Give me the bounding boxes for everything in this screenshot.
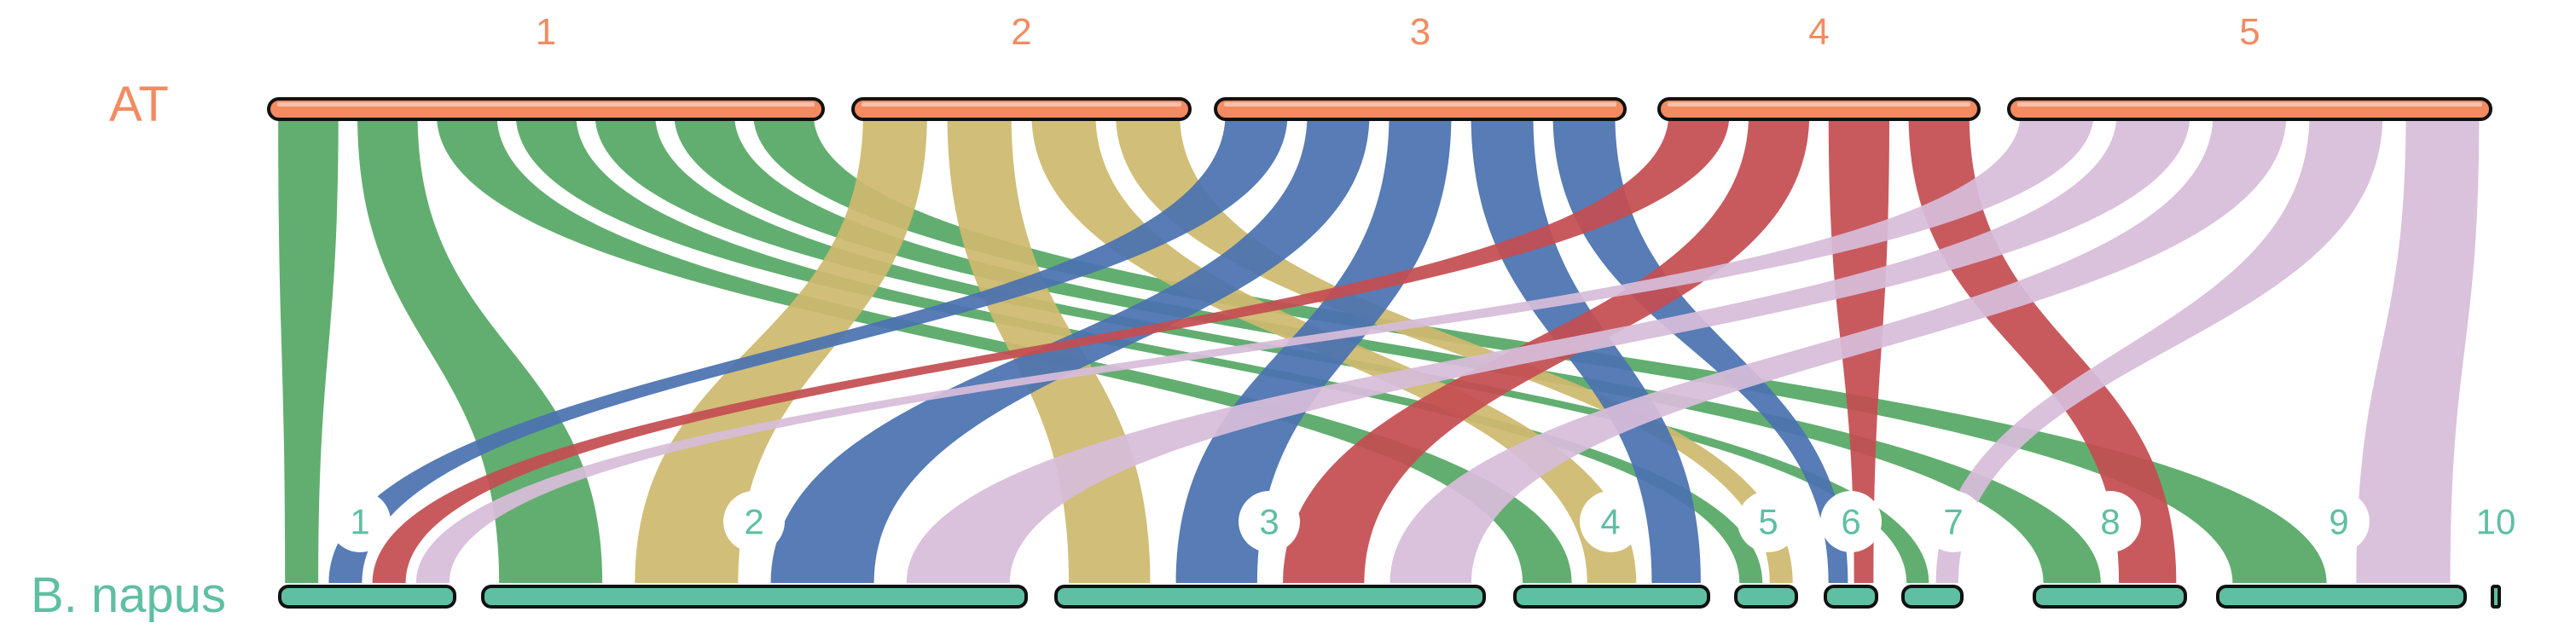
- synteny-link-1-8: [674, 114, 2101, 583]
- synteny-link-5-3: [1390, 114, 2287, 583]
- at-chromosome-label: 4: [1808, 11, 1829, 53]
- chromosome-highlight: [1668, 102, 1970, 107]
- at-chromosome-2[interactable]: [851, 97, 1192, 121]
- bnapus-chromosome-label: 8: [2100, 502, 2120, 542]
- chromosome-highlight: [277, 102, 815, 107]
- at-chromosome-label: 3: [1410, 11, 1430, 53]
- bnapus-label-badge: [2080, 491, 2141, 552]
- synteny-link-3-2: [770, 114, 1370, 583]
- at-chromosome-5[interactable]: [2007, 97, 2492, 121]
- bnapus-chromosome-label: 3: [1259, 502, 1279, 542]
- bnapus-label-badge: [1820, 491, 1882, 552]
- chromosome-labels: 1 2 3 4 5 1 2 3 4 5 6 7 8 9 10: [329, 11, 2515, 552]
- synteny-link-1-5: [515, 114, 1763, 583]
- bnapus-chromosome-label: 10: [2476, 502, 2516, 542]
- at-genome-label: AT: [109, 77, 169, 132]
- bnapus-chromosomes: [278, 585, 2501, 609]
- bnapus-chromosome-7[interactable]: [1901, 585, 1964, 609]
- bnapus-chromosome-2[interactable]: [481, 585, 1028, 609]
- bnapus-chromosome-4[interactable]: [1513, 585, 1710, 609]
- at-chromosome-label: 1: [536, 11, 556, 53]
- synteny-link-1-1: [278, 114, 339, 583]
- bnapus-chromosome-6[interactable]: [1824, 585, 1878, 609]
- bnapus-chromosome-3[interactable]: [1054, 585, 1486, 609]
- bnapus-label-badge: [1738, 491, 1799, 552]
- chromosome-highlight: [2017, 102, 2482, 107]
- at-chromosome-label: 2: [1011, 11, 1031, 53]
- bnapus-label-badge: [1923, 491, 1984, 552]
- bnapus-chromosome-9[interactable]: [2216, 585, 2467, 609]
- synteny-link-2-5: [1116, 114, 1793, 583]
- bnapus-chromosome-1[interactable]: [278, 585, 456, 609]
- bnapus-chromosome-10[interactable]: [2491, 585, 2501, 609]
- synteny-link-3-1: [328, 114, 1288, 583]
- bnapus-label-badge: [1580, 491, 1641, 552]
- bnapus-label-badge: [2308, 491, 2370, 552]
- bnapus-chromosome-label: 9: [2329, 502, 2348, 542]
- bnapus-chromosome-label: 2: [744, 502, 763, 542]
- synteny-link-3-6: [1552, 114, 1848, 583]
- bnapus-label-badge: [329, 491, 391, 552]
- bnapus-label-badge: [1239, 491, 1300, 552]
- synteny-link-4-1: [372, 114, 1730, 583]
- bnapus-chromosome-label: 4: [1600, 502, 1620, 542]
- synteny-link-4-8: [1908, 114, 2177, 583]
- bnapus-chromosome-label: 6: [1841, 502, 1860, 542]
- bnapus-chromosome-label: 7: [1943, 502, 1963, 542]
- synteny-link-5-1: [415, 114, 2094, 583]
- at-chromosome-label: 5: [2239, 11, 2260, 53]
- bnapus-genome-label: B. napus: [31, 568, 226, 623]
- synteny-link-5-7: [1935, 114, 2383, 583]
- bnapus-chromosome-label: 1: [350, 502, 369, 542]
- bnapus-chromosome-5[interactable]: [1734, 585, 1798, 609]
- bnapus-label-badge: [723, 491, 785, 552]
- at-chromosome-3[interactable]: [1214, 97, 1627, 121]
- synteny-link-5-9: [2356, 114, 2480, 583]
- bnapus-chromosome-8[interactable]: [2033, 585, 2187, 609]
- synteny-links: [278, 114, 2480, 583]
- at-chromosome-1[interactable]: [267, 97, 825, 121]
- synteny-link-1-4: [436, 114, 1572, 583]
- at-chromosome-4[interactable]: [1657, 97, 1981, 121]
- synteny-link-3-3: [1175, 114, 1452, 583]
- bnapus-chromosome-label: 5: [1758, 502, 1778, 542]
- chromosome-highlight: [1224, 102, 1616, 107]
- at-chromosomes: [267, 97, 2492, 121]
- chromosome-highlight: [862, 102, 1181, 107]
- synteny-link-5-2: [906, 114, 2190, 583]
